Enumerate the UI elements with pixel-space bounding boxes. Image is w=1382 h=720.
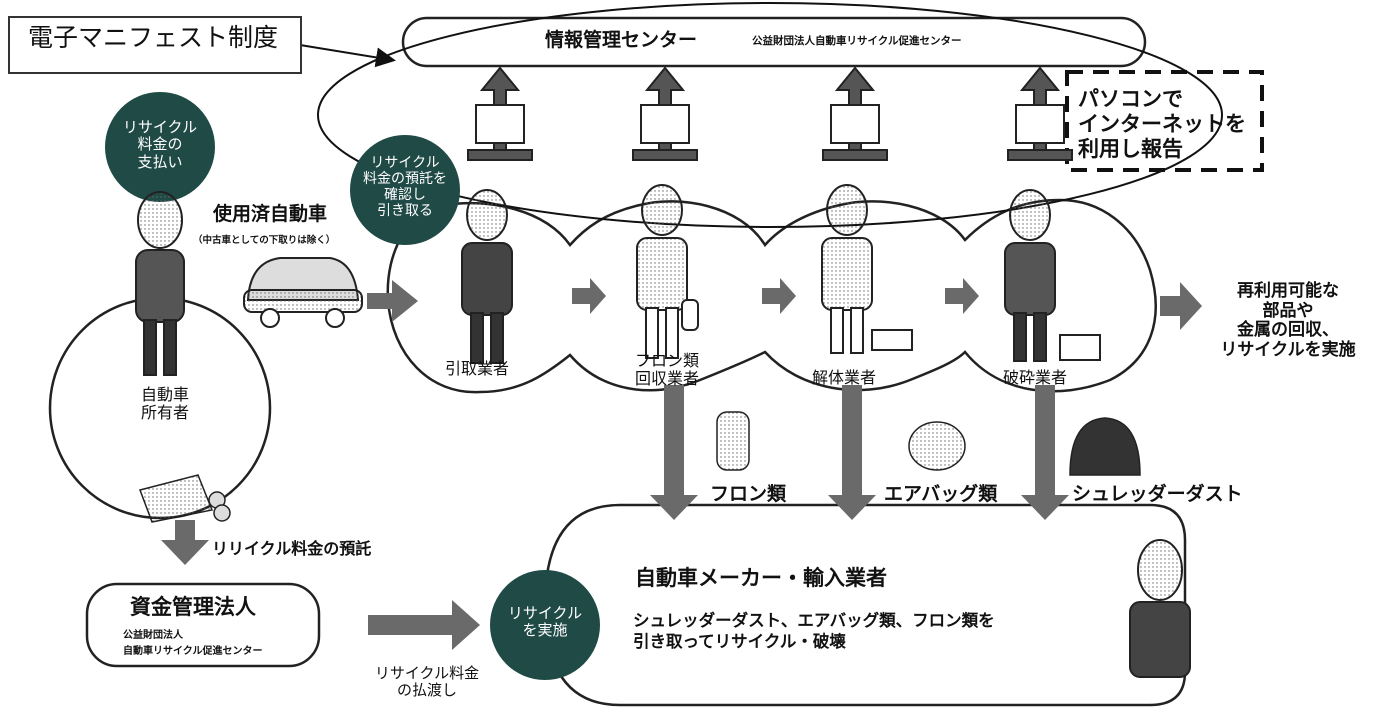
worker-label-1: 引取業者: [445, 359, 510, 378]
maker-title: 自動車メーカー・輸入業者: [635, 566, 887, 590]
worker-label-3: 解体業者: [812, 368, 877, 387]
recycle-circle: [490, 570, 600, 680]
fee-confirm-label: リサイクル 料金の預託を 確認し 引き取る: [363, 155, 447, 220]
maker-desc: シュレッダーダスト、エアバッグ類、フロン類を 引き取ってリサイクル・破壊: [633, 611, 995, 652]
fund-body-line1: 公益財団法人: [123, 630, 183, 641]
deposit-label: リリイクル料金の預託: [212, 539, 372, 558]
maker-box: [543, 503, 1187, 707]
fund-body-line2: 自動車リサイクル促進センター: [123, 646, 263, 657]
flow-arrows: [161, 278, 1202, 650]
reuse-note: 再利用可能な 部品や 金属の回収、 リサイクルを実施: [1220, 281, 1356, 360]
info-center-title: 情報管理センター: [545, 29, 698, 51]
vehicle-sub: （中古車としての下取りは除く）: [193, 235, 336, 246]
output-shredder-dust: シュレッダーダスト: [1072, 483, 1243, 505]
fund-body-box: [85, 582, 321, 668]
output-airbag: エアバッグ類: [884, 483, 998, 505]
money-illustration: [139, 474, 231, 523]
manifest-oval: [317, 2, 1223, 228]
recycle-circle-label: リサイクル を実施: [507, 604, 583, 640]
report-note: パソコンで インターネットを 利用し報告: [1078, 87, 1246, 161]
output-freon: フロン類: [710, 483, 787, 505]
fee-confirm-circle: [350, 135, 460, 245]
output-illustrations: [716, 411, 1141, 476]
fee-transfer-label: リサイクル料金 の払渡し: [374, 664, 480, 700]
worker-label-4: 破砕業者: [1003, 368, 1068, 387]
fee-payment-circle: [105, 92, 215, 202]
title-box: [8, 16, 302, 74]
pointer-line: [299, 44, 396, 68]
title-label: 電子マニフェスト制度: [28, 23, 279, 52]
worker-figures: [135, 184, 1191, 678]
report-note-box: [1065, 70, 1264, 172]
owner-label: 自動車 所有者: [140, 385, 189, 423]
vehicle-title: 使用済自動車: [213, 203, 328, 225]
info-center-sub: 公益財団法人自動車リサイクル促進センター: [752, 35, 962, 47]
fee-payment-label: リサイクル 料金の 支払い: [122, 118, 198, 171]
fund-body-title: 資金管理法人: [130, 595, 256, 619]
worker-label-2: フロン類 回収業者: [634, 351, 699, 389]
car-illustration: [243, 257, 363, 328]
computer-group: [467, 66, 1073, 161]
info-center-box: [401, 16, 1147, 68]
